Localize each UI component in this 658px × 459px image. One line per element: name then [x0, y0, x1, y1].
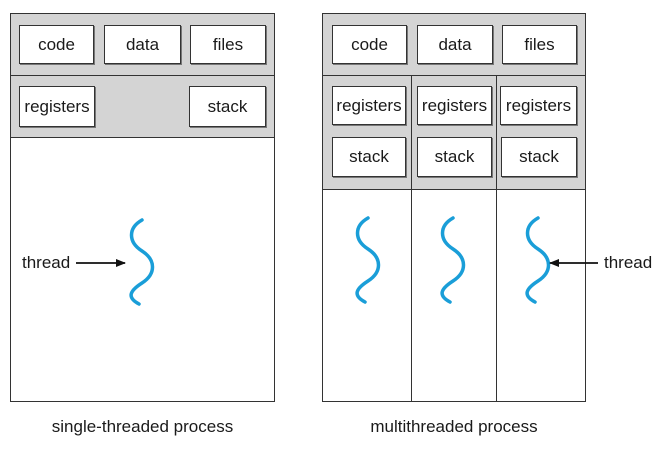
multi-registers-box-1: registers [332, 86, 406, 125]
single-files-box: files [190, 25, 266, 64]
multi-data-box: data [417, 25, 493, 64]
single-process-frame [10, 13, 275, 402]
multi-stack-box-3: stack [501, 137, 577, 177]
single-thread-label: thread [22, 253, 71, 272]
multi-column-divider-1 [411, 75, 412, 402]
multi-stack-box-1: stack [332, 137, 406, 177]
multi-stack-box-2: stack [417, 137, 492, 177]
multi-process-frame [322, 13, 586, 402]
single-divider-2 [10, 137, 275, 138]
single-stack-box: stack [189, 86, 266, 127]
multi-divider-2 [322, 189, 586, 190]
single-caption: single-threaded process [51, 417, 234, 436]
thread-wave-icon [525, 216, 551, 304]
single-code-box: code [19, 25, 94, 64]
multi-divider-1 [322, 75, 586, 76]
single-data-box: data [104, 25, 181, 64]
single-divider-1 [10, 75, 275, 76]
multi-column-divider-2 [496, 75, 497, 402]
multi-registers-box-2: registers [417, 86, 492, 125]
multi-code-box: code [332, 25, 407, 64]
multi-thread-label: thread [604, 253, 653, 272]
thread-wave-icon [355, 216, 381, 304]
single-registers-box: registers [19, 86, 95, 127]
thread-wave-icon [440, 216, 466, 304]
multi-files-box: files [502, 25, 577, 64]
multi-registers-box-3: registers [500, 86, 577, 125]
multi-caption: multithreaded process [370, 417, 538, 436]
thread-wave-icon [129, 218, 155, 306]
